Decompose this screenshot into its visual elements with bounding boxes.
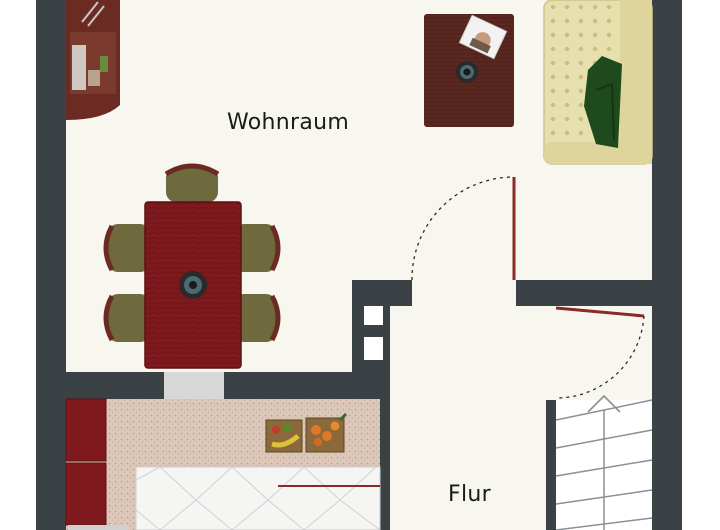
bookshelf-icon xyxy=(66,0,120,120)
wall-stairs xyxy=(546,400,556,530)
fruit-basket-icon xyxy=(265,412,348,453)
room-label-flur: Flur xyxy=(448,482,491,507)
photo-icon xyxy=(458,14,508,60)
room-label-wohnraum: Wohnraum xyxy=(227,110,350,135)
sofa-icon xyxy=(543,0,653,165)
shaft-opening-1 xyxy=(364,306,383,325)
door-swing-icon xyxy=(411,176,515,281)
wall-right xyxy=(652,0,682,530)
dining-table-icon xyxy=(144,201,242,369)
door-swing-icon-2 xyxy=(555,315,645,399)
door-leaf-stairs xyxy=(555,306,645,318)
wall-kitchen-top-left xyxy=(64,372,164,399)
wall-kitchen-corridor xyxy=(380,396,390,530)
shaft-opening-2 xyxy=(364,337,383,360)
wall-left xyxy=(36,0,66,530)
chair-icon xyxy=(103,163,281,342)
wall-corridor-right xyxy=(516,280,654,306)
kitchen-doorway xyxy=(164,372,224,399)
stairs-icon xyxy=(555,394,653,530)
